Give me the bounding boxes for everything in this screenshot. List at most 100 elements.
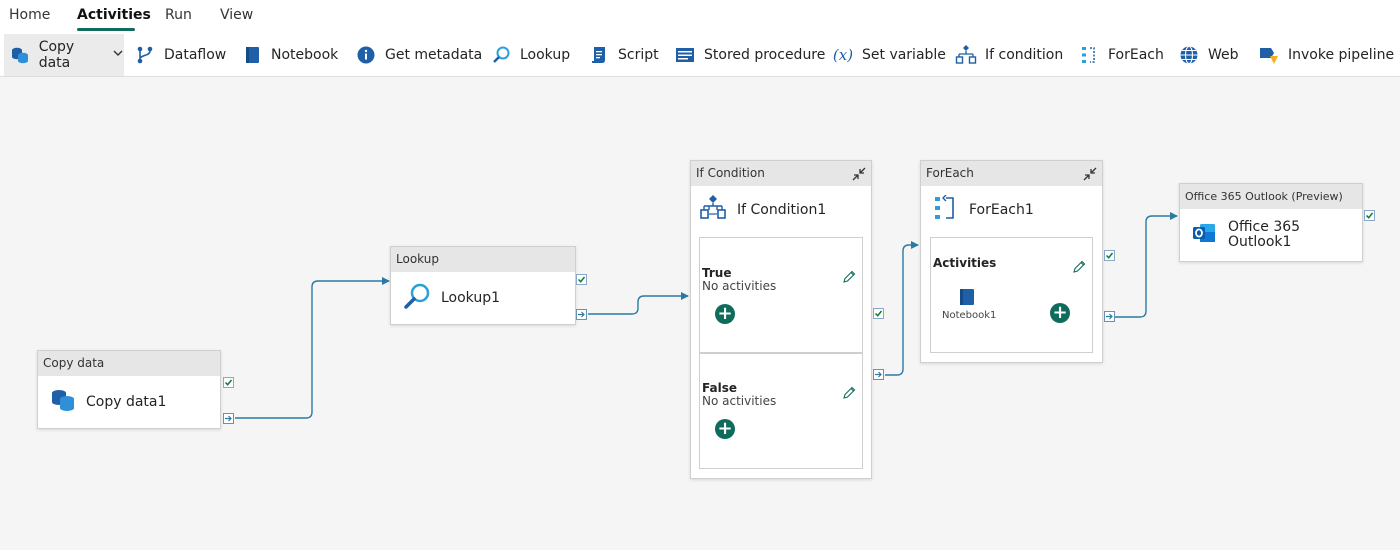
lookup-icon [490,44,512,66]
if-false-branch[interactable]: False No activities + [699,353,863,469]
toolbar-stored-procedure-label: Stored procedure [704,47,826,63]
true-branch-label: True [702,266,732,280]
foreach-icon [1078,44,1100,66]
outlook-activity-name: Office 365 Outlook1 [1228,220,1300,250]
toolbar-dataflow-button[interactable]: Dataflow [134,34,226,76]
copy-data-success-checkbox[interactable] [223,377,234,388]
variable-icon: (x) [832,46,854,64]
copy-data-activity[interactable]: Copy data Copy data1 [37,350,221,429]
copy-data-output-port[interactable] [223,413,234,424]
toolbar-foreach-label: ForEach [1108,47,1164,63]
if-condition-activity-type: If Condition [691,161,871,186]
info-icon [355,44,377,66]
toolbar-invoke-pipeline-button[interactable]: Invoke pipeline [1258,34,1394,76]
link-copy-to-lookup [235,277,390,419]
toolbar-lookup-button[interactable]: Lookup [490,34,570,76]
if-condition-activity[interactable]: If Condition If Condition1 True No activ… [690,160,872,479]
dataflow-icon [134,44,156,66]
script-icon [588,44,610,66]
add-activity-false-button[interactable]: + [715,419,735,439]
if-condition-type-label: If Condition [696,166,765,180]
link-ifcondition-to-foreach [885,241,919,376]
toolbar-web-button[interactable]: Web [1178,34,1239,76]
edit-pencil-icon[interactable] [1072,259,1086,273]
foreach-activities-container[interactable]: Activities Notebook1 + [930,237,1093,353]
false-branch-status: No activities [702,394,777,408]
toolbar-script-button[interactable]: Script [588,34,659,76]
lookup-activity[interactable]: Lookup Lookup1 [390,246,576,325]
add-activity-foreach-button[interactable]: + [1050,303,1070,323]
edit-pencil-icon[interactable] [842,269,856,283]
toolbar-lookup-label: Lookup [520,47,571,63]
toolbar-if-condition-button[interactable]: If condition [955,34,1063,76]
copy-data-icon [10,44,31,66]
outlook-success-checkbox[interactable] [1364,210,1375,221]
if-condition-icon [699,194,727,226]
copy-data-activity-name: Copy data1 [86,394,167,410]
foreach-icon [933,194,957,225]
foreach-success-checkbox[interactable] [1104,250,1115,261]
false-branch-label: False [702,381,737,395]
outlook-name-line2: Outlook1 [1228,234,1292,250]
toolbar-set-variable-label: Set variable [862,47,946,63]
notebook-activity-name[interactable]: Notebook1 [942,310,997,321]
toolbar-set-variable-button[interactable]: (x) Set variable [832,34,946,76]
toolbar-notebook-label: Notebook [271,47,339,63]
toolbar-copy-data-label: Copy data [38,39,75,71]
globe-icon [1178,44,1200,66]
foreach-activities-label: Activities [933,256,997,270]
toolbar-script-label: Script [618,47,659,63]
copy-data-icon [50,387,76,417]
foreach-activity-name: ForEach1 [969,202,1034,218]
foreach-activity[interactable]: ForEach ForEach1 Activities Notebook1 + [920,160,1103,363]
lookup-icon [403,282,431,314]
link-lookup-to-ifcondition [588,292,689,315]
foreach-type-label: ForEach [926,166,974,180]
lookup-success-checkbox[interactable] [576,274,587,285]
collapse-icon[interactable] [851,166,867,182]
toolbar-invoke-pipeline-label: Invoke pipeline [1288,47,1395,63]
lookup-output-port[interactable] [576,309,587,320]
add-activity-true-button[interactable]: + [715,304,735,324]
invoke-pipeline-icon [1258,44,1280,66]
toolbar-dataflow-label: Dataflow [164,47,227,63]
lookup-activity-name: Lookup1 [441,290,501,306]
lookup-activity-type: Lookup [391,247,575,272]
link-foreach-to-outlook [1115,212,1178,318]
stored-procedure-icon [674,44,696,66]
active-tab-indicator [77,28,135,31]
toolbar-notebook-button[interactable]: Notebook [241,34,338,76]
if-condition-success-checkbox[interactable] [873,308,884,319]
notebook-icon[interactable] [959,288,975,310]
if-condition-icon [955,44,977,66]
office-365-outlook-activity[interactable]: Office 365 Outlook (Preview) Office 365 … [1179,183,1363,262]
chevron-down-icon[interactable] [112,47,124,63]
toolbar-foreach-button[interactable]: ForEach [1078,34,1164,76]
toolbar-get-metadata-button[interactable]: Get metadata [355,34,482,76]
foreach-activity-type: ForEach [921,161,1102,186]
tab-home[interactable]: Home [9,7,51,23]
outlook-name-line1: Office 365 [1228,219,1301,235]
menu-bar: Home Activities Run View [0,0,1400,34]
tab-activities[interactable]: Activities [77,7,151,23]
toolbar-stored-procedure-button[interactable]: Stored procedure [674,34,825,76]
toolbar-get-metadata-label: Get metadata [385,47,483,63]
if-condition-output-port[interactable] [873,369,884,380]
outlook-icon [1192,221,1216,249]
outlook-activity-type: Office 365 Outlook (Preview) [1180,184,1362,209]
edit-pencil-icon[interactable] [842,385,856,399]
toolbar-if-condition-label: If condition [985,47,1064,63]
activities-toolbar: Copy data Dataflow Notebook Get metadata… [0,34,1400,77]
if-true-branch[interactable]: True No activities + [699,237,863,353]
collapse-icon[interactable] [1082,166,1098,182]
if-condition-activity-name: If Condition1 [737,202,827,218]
copy-data-activity-type: Copy data [38,351,220,376]
tab-run[interactable]: Run [165,7,192,23]
pipeline-canvas[interactable]: Copy data Copy data1 Lookup Lookup1 If C… [0,77,1400,550]
tab-view[interactable]: View [220,7,254,23]
toolbar-copy-data-button[interactable]: Copy data [4,34,124,76]
true-branch-status: No activities [702,279,777,293]
toolbar-web-label: Web [1208,47,1239,63]
foreach-output-port[interactable] [1104,311,1115,322]
notebook-icon [241,44,263,66]
